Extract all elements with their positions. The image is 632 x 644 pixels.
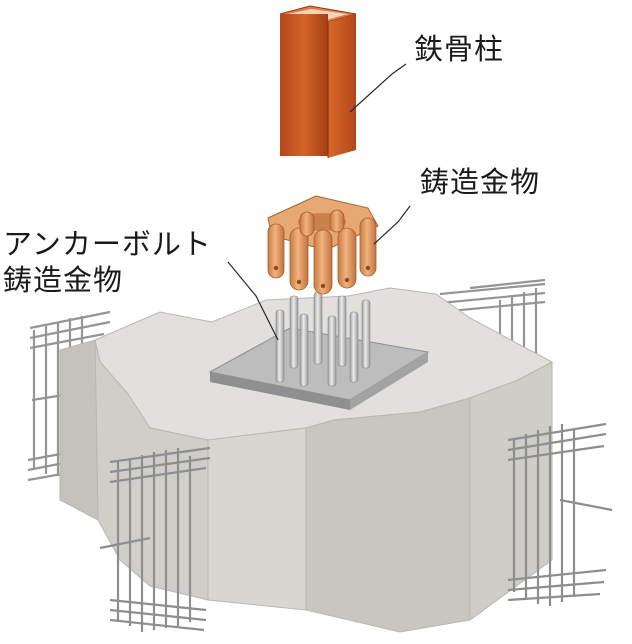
anchor-bolt	[361, 299, 371, 369]
anchor-bolt	[313, 291, 323, 365]
leader-cast-fitting	[373, 205, 411, 245]
label-cast-fitting: 鋳造金物	[420, 165, 541, 199]
rebar-cage-front-left	[99, 446, 211, 632]
anchor-bolt	[349, 311, 359, 383]
label-steel-column: 鉄骨柱	[414, 32, 505, 66]
label-anchor-bolt-fitting: 鋳造金物	[3, 263, 124, 297]
concrete-foundation	[59, 287, 554, 633]
anchor-bolt	[327, 315, 337, 387]
steel-column	[279, 5, 357, 158]
leader-anchor-bolt	[227, 261, 279, 341]
leader-lines	[227, 63, 411, 341]
label-anchor-bolt: アンカーボルト	[3, 227, 212, 261]
steel-column-front	[280, 14, 328, 156]
cast-fitting	[267, 195, 379, 295]
rebar-cage-right-front	[507, 422, 613, 606]
leader-steel-column	[349, 63, 407, 113]
anchor-bolt	[299, 313, 309, 387]
anchor-bolt	[337, 295, 347, 367]
anchor-bolt	[289, 295, 299, 369]
anchor-bolt	[275, 309, 285, 383]
anchor-bolts	[275, 291, 371, 387]
